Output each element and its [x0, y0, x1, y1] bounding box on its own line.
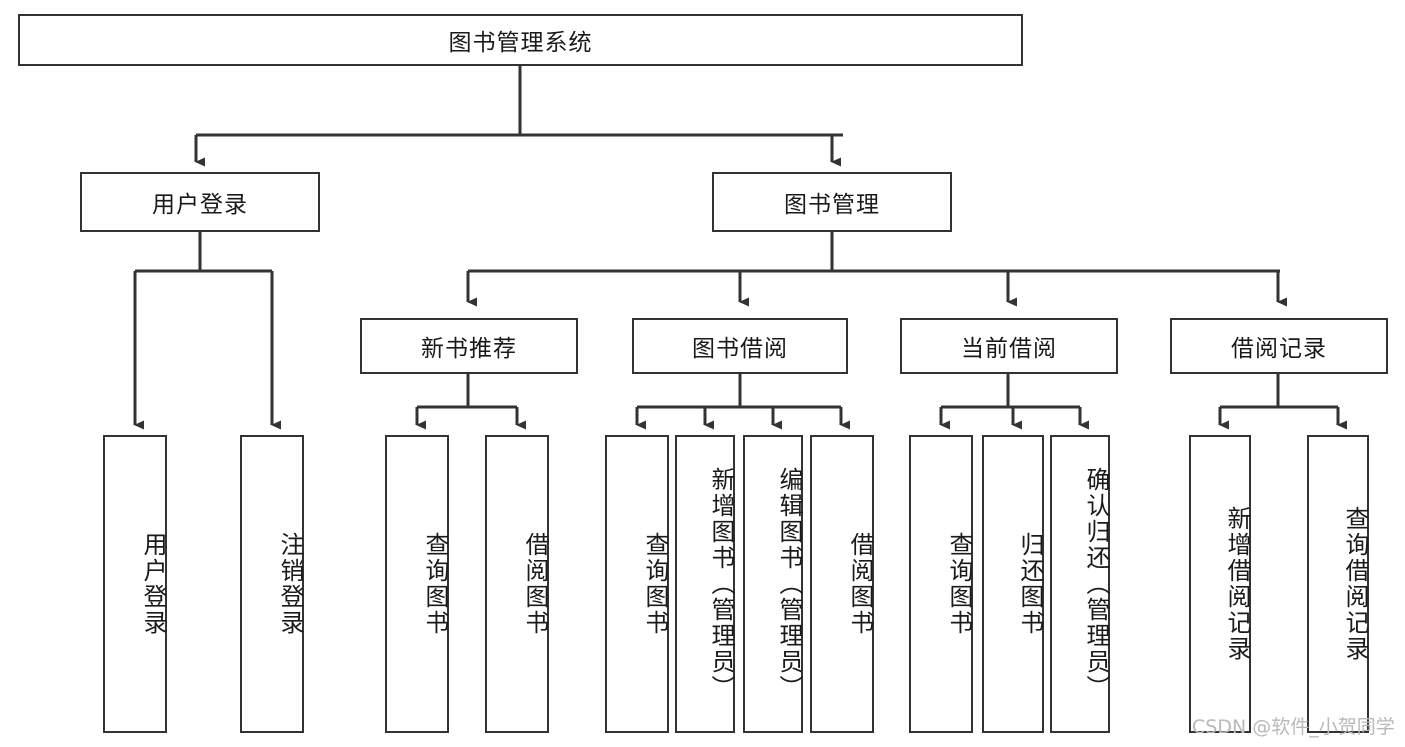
node-leaf-edit-book[interactable]: 编辑图书（管理员） — [743, 435, 803, 733]
node-label: 新增借阅记录 — [1223, 506, 1251, 662]
node-label: 新增图书（管理员） — [707, 467, 735, 701]
node-new-book-recommend[interactable]: 新书推荐 — [360, 318, 578, 374]
node-label: 新书推荐 — [421, 336, 517, 362]
node-label: 查询图书 — [421, 532, 449, 636]
node-book-management[interactable]: 图书管理 — [712, 172, 952, 232]
node-book-borrow[interactable]: 图书借阅 — [632, 318, 848, 374]
node-label: 用户登录 — [152, 192, 248, 218]
node-current-borrow[interactable]: 当前借阅 — [900, 318, 1118, 374]
node-leaf-borrow-book-1[interactable]: 借阅图书 — [485, 435, 549, 733]
node-label: 编辑图书（管理员） — [775, 467, 803, 701]
node-leaf-return-book[interactable]: 归还图书 — [982, 435, 1044, 733]
node-borrow-record[interactable]: 借阅记录 — [1170, 318, 1388, 374]
node-label: 查询借阅记录 — [1341, 506, 1369, 662]
csdn-watermark: CSDN @软件_小贺同学 — [1192, 716, 1395, 738]
node-leaf-query-book-2[interactable]: 查询图书 — [605, 435, 669, 733]
node-root-book-management-system[interactable]: 图书管理系统 — [18, 14, 1023, 66]
node-label: 注销登录 — [276, 532, 304, 636]
node-leaf-user-login[interactable]: 用户登录 — [103, 435, 167, 733]
node-label: 查询图书 — [641, 532, 669, 636]
node-label: 借阅记录 — [1231, 336, 1327, 362]
node-label: 用户登录 — [139, 532, 167, 636]
node-label: 图书借阅 — [692, 336, 788, 362]
node-leaf-query-book-3[interactable]: 查询图书 — [909, 435, 973, 733]
node-label: 图书管理 — [784, 192, 880, 218]
node-user-login[interactable]: 用户登录 — [80, 172, 320, 232]
node-leaf-query-book-1[interactable]: 查询图书 — [385, 435, 449, 733]
node-label: 查询图书 — [945, 532, 973, 636]
node-label: 借阅图书 — [521, 532, 549, 636]
node-leaf-add-record[interactable]: 新增借阅记录 — [1189, 435, 1251, 733]
node-leaf-confirm-return[interactable]: 确认归还（管理员） — [1050, 435, 1110, 733]
node-label: 归还图书 — [1016, 532, 1044, 636]
node-leaf-logout-login[interactable]: 注销登录 — [240, 435, 304, 733]
node-label: 借阅图书 — [846, 532, 874, 636]
node-label: 当前借阅 — [961, 336, 1057, 362]
node-label: 图书管理系统 — [448, 30, 593, 56]
node-leaf-add-book[interactable]: 新增图书（管理员） — [675, 435, 735, 733]
node-leaf-borrow-book-2[interactable]: 借阅图书 — [810, 435, 874, 733]
node-label: 确认归还（管理员） — [1082, 467, 1110, 701]
node-leaf-query-record[interactable]: 查询借阅记录 — [1307, 435, 1369, 733]
